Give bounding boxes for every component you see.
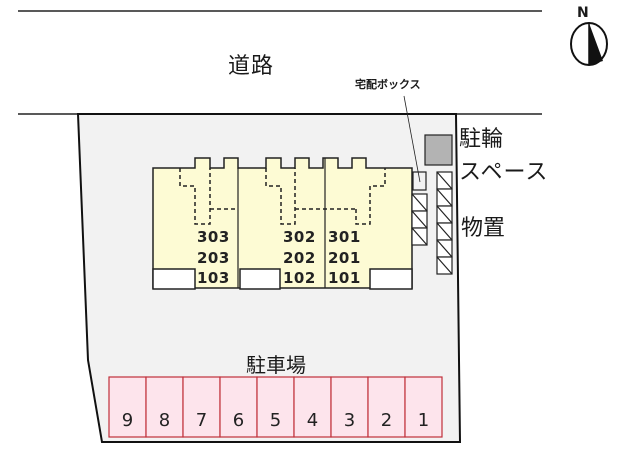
parking-space-number: 3	[343, 410, 356, 431]
delivery-box-label: 宅配ボックス	[355, 78, 421, 91]
parking-space-number: 8	[158, 410, 171, 431]
compass-north-label: N	[577, 5, 589, 21]
unit-number: 101	[328, 269, 361, 287]
unit-column-03: 303 203 103	[197, 227, 230, 289]
parking-space-number: 9	[121, 410, 134, 431]
unit-number: 202	[283, 248, 316, 267]
unit-number: 303	[197, 228, 230, 246]
unit-number: 301	[328, 228, 361, 246]
bicycle-space-label-line2: スペース	[459, 160, 549, 185]
parking-spaces	[108, 376, 443, 438]
parking-space-number: 2	[380, 410, 393, 431]
unit-number: 302	[283, 228, 316, 246]
building	[152, 157, 413, 290]
unit-column-01: 301 201 101	[328, 227, 361, 289]
unit-number: 103	[197, 269, 230, 287]
parking-space-number: 4	[306, 410, 319, 431]
parking-space-number: 1	[417, 410, 430, 431]
storage-units-inner	[411, 193, 428, 246]
parking-label: 駐車場	[246, 353, 306, 377]
road-label: 道路	[228, 54, 275, 79]
bicycle-space	[424, 134, 453, 166]
storage-units-outer	[436, 171, 453, 275]
north-arrow-icon	[570, 22, 608, 66]
unit-number: 102	[283, 269, 316, 287]
unit-number: 203	[197, 248, 230, 267]
storage-label: 物置	[461, 216, 506, 241]
parking-space-number: 7	[195, 410, 208, 431]
unit-column-02: 302 202 102	[283, 227, 316, 289]
bicycle-space-label: 駐輪	[459, 127, 504, 152]
delivery-box-leader-line	[403, 95, 421, 183]
parking-space-number: 6	[232, 410, 245, 431]
unit-number: 201	[328, 248, 361, 267]
parking-space-number: 5	[269, 410, 282, 431]
